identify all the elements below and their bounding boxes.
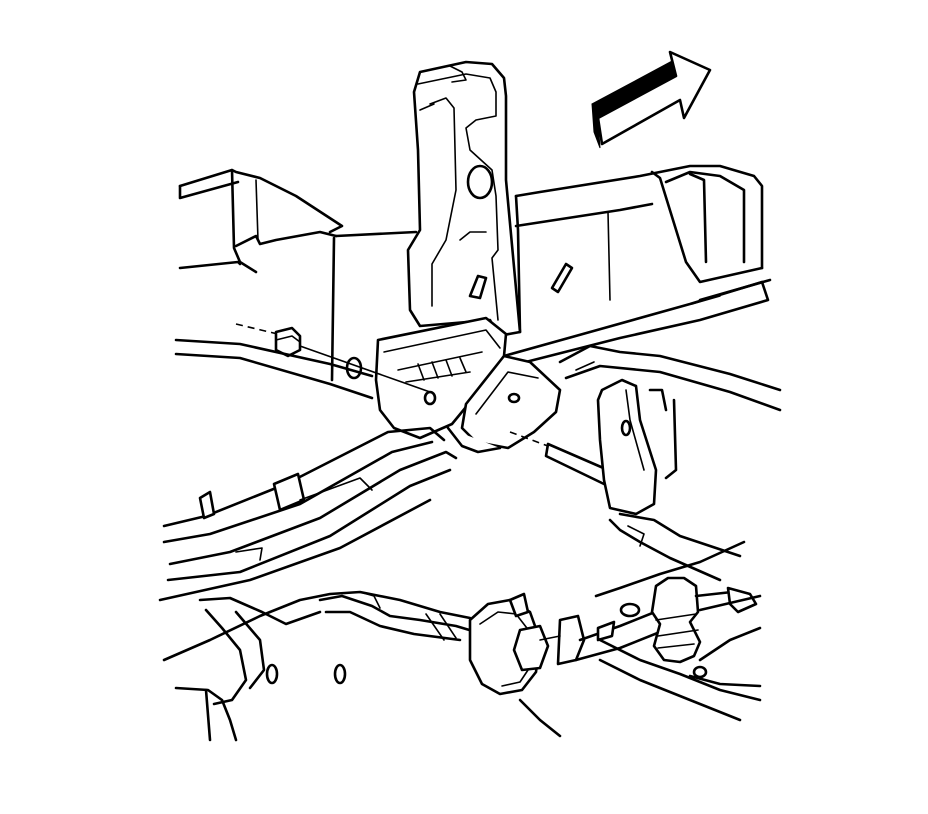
rear-mount — [558, 344, 782, 582]
direction-arrow-icon — [591, 50, 712, 149]
leaf-spring — [158, 338, 458, 602]
shackle-bracket — [374, 316, 562, 454]
frame-rail-right — [502, 164, 772, 368]
frame-rail-left — [178, 168, 418, 382]
spring-hanger-bracket — [406, 60, 522, 338]
axle-assembly — [162, 540, 762, 742]
